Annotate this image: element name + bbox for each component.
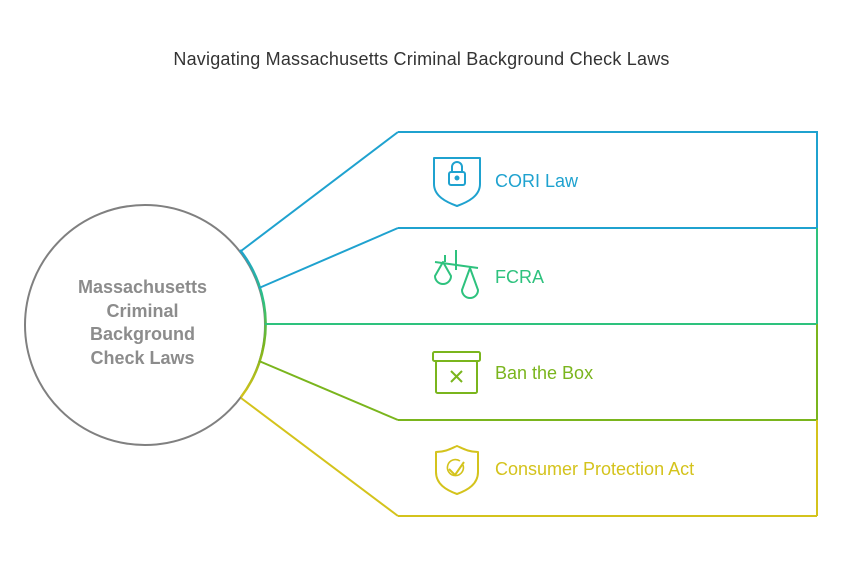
item-label-consumer-protection: Consumer Protection Act [495,459,695,479]
item-label-ban-the-box: Ban the Box [495,363,594,383]
connector-cori-law [240,131,399,252]
center-label-line: Massachusetts [77,277,208,297]
center-label: Massachusetts Criminal Background Check … [45,276,240,370]
balance-scale-icon [434,250,479,299]
center-circle-arc [239,249,267,398]
center-label-line: Check Laws [90,347,195,368]
item-label-fcra: FCRA [495,267,544,287]
band-cori-law [398,131,818,228]
diagram-title: Navigating Massachusetts Criminal Backgr… [173,49,670,69]
center-label-line: Criminal [106,300,179,321]
lock-shield-icon [433,157,481,207]
branch-consumer-protection [240,360,818,517]
center-label-line: Background [89,324,195,344]
branch-fcra [258,227,818,324]
connector-consumer-protection [240,397,399,517]
item-label-cori-law: CORI Law [495,171,579,191]
branch-ban-the-box [265,323,818,420]
box-with-x-icon [432,351,481,394]
branch-cori-law [240,131,818,252]
connector-ban-to-lower [258,360,399,421]
connector-fcra [258,227,399,289]
shield-check-icon [435,445,479,495]
